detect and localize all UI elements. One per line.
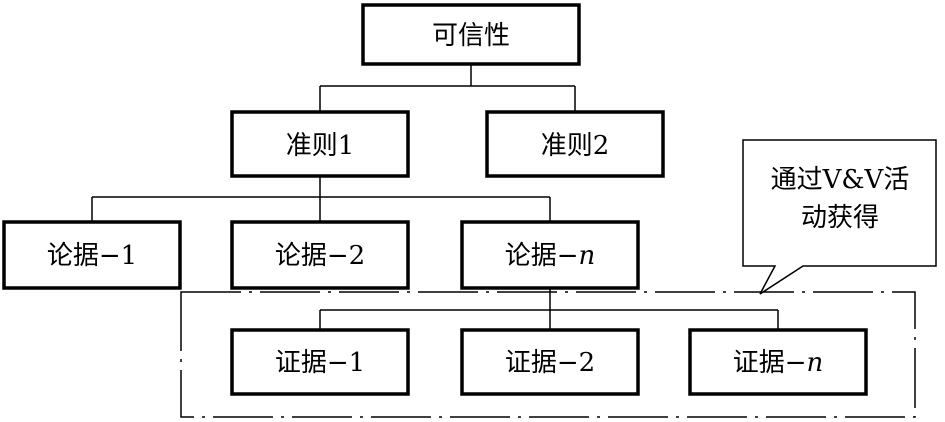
argument-node: 论据−n	[460, 220, 640, 290]
argument-label: 论据−1	[47, 241, 137, 271]
criterion-label: 准则1	[286, 131, 355, 161]
evidence-node: 证据−2	[460, 328, 640, 396]
criterion-node: 准则2	[485, 110, 665, 178]
criterion-label: 准则2	[541, 131, 610, 161]
criterion-node: 准则1	[230, 110, 410, 178]
callout-line-2: 动获得	[801, 203, 879, 233]
connector-criterion-arguments	[91, 176, 551, 222]
connector-root-criteria	[319, 64, 576, 112]
evidence-group-boundary	[180, 291, 916, 418]
callout-line-1: 通过V&V活	[771, 165, 910, 195]
argument-node: 论据−1	[2, 220, 182, 290]
evidence-node: 证据−1	[230, 328, 410, 396]
evidence-label: 证据−1	[275, 348, 365, 378]
argument-label: 论据−2	[275, 241, 365, 271]
connector-argument-evidence	[319, 288, 779, 330]
evidence-node: 证据−n	[688, 328, 868, 396]
callout-bubble: 通过V&V活 动获得	[742, 139, 937, 295]
argument-node: 论据−2	[230, 220, 410, 290]
root-label: 可信性	[432, 21, 510, 51]
evidence-label: 证据−n	[733, 348, 824, 378]
evidence-label: 证据−2	[505, 348, 595, 378]
argument-label: 论据−n	[505, 241, 596, 271]
callout-outline	[742, 139, 937, 295]
root-node: 可信性	[361, 3, 581, 66]
